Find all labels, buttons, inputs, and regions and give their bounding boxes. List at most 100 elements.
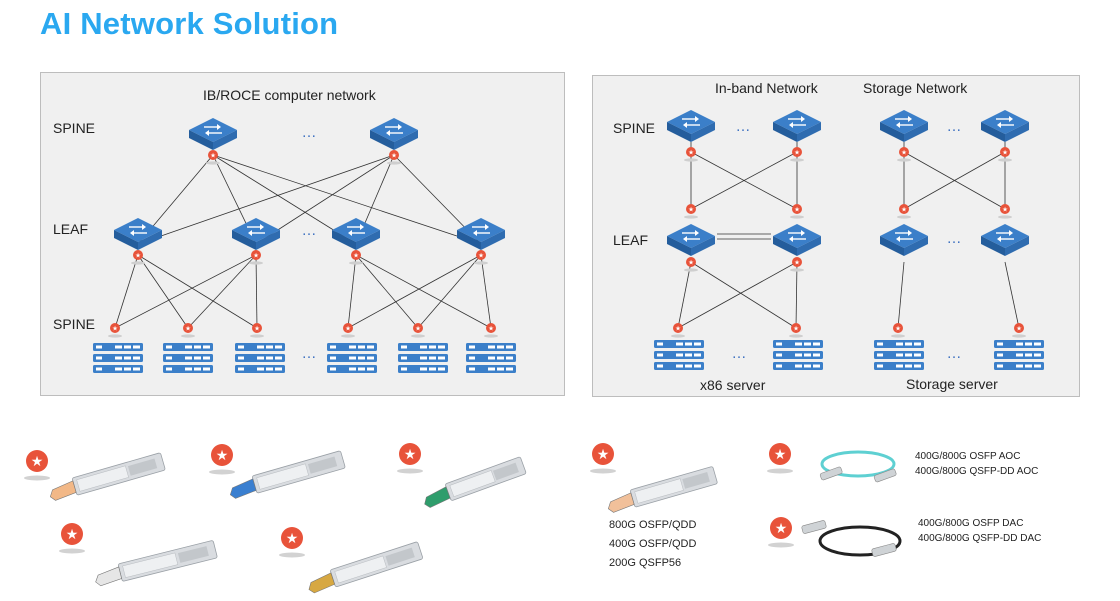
link-line bbox=[137, 254, 189, 329]
svg-text:★: ★ bbox=[794, 205, 800, 213]
svg-text:★: ★ bbox=[688, 205, 694, 213]
page-title: AI Network Solution bbox=[40, 6, 339, 41]
star-badge-icon: ★ bbox=[897, 204, 911, 219]
svg-text:★: ★ bbox=[31, 454, 44, 470]
server-icon bbox=[874, 340, 924, 370]
star-badge-icon: ★ bbox=[484, 323, 498, 338]
server-icon bbox=[93, 343, 143, 373]
star-badge-icon: ★ bbox=[349, 250, 363, 265]
star-badge-icon: ★ bbox=[59, 523, 85, 554]
server-icon bbox=[235, 343, 285, 373]
svg-text:★: ★ bbox=[135, 251, 141, 259]
star-badge-icon: ★ bbox=[998, 147, 1012, 162]
switch-icon bbox=[981, 224, 1029, 256]
star-badge-icon: ★ bbox=[671, 323, 685, 338]
ellipsis: … bbox=[302, 124, 317, 141]
link-line bbox=[347, 254, 482, 329]
tier-label-spine: SPINE bbox=[53, 120, 96, 136]
ellipsis: … bbox=[947, 118, 962, 135]
star-badge-icon: ★ bbox=[411, 323, 425, 338]
aoc-caption: 400G/800G OSFP AOC 400G/800G QSFP-DD AOC bbox=[915, 449, 1038, 479]
star-badge-icon: ★ bbox=[206, 150, 220, 165]
inband-storage-network-panel: ★★★★★★★★★★★★★★…………… In-band Network Stor… bbox=[592, 75, 1080, 397]
switch-icon bbox=[667, 224, 715, 256]
star-badge-icon: ★ bbox=[790, 257, 804, 272]
ellipsis: … bbox=[736, 118, 751, 135]
link-line bbox=[1004, 261, 1020, 329]
link-line bbox=[417, 254, 482, 329]
svg-text:★: ★ bbox=[793, 324, 799, 332]
dac-cable-icon bbox=[801, 520, 902, 557]
caption-line: 400G/800G QSFP-DD DAC bbox=[918, 533, 1042, 544]
caption-line: 200G QSFP56 bbox=[609, 557, 682, 569]
server-icon bbox=[163, 343, 213, 373]
svg-text:★: ★ bbox=[1002, 148, 1008, 156]
svg-text:★: ★ bbox=[794, 148, 800, 156]
svg-text:★: ★ bbox=[488, 324, 494, 332]
svg-text:★: ★ bbox=[1016, 324, 1022, 332]
ellipsis: … bbox=[947, 230, 962, 247]
switch-icon bbox=[880, 224, 928, 256]
star-badge-icon: ★ bbox=[891, 323, 905, 338]
link-line bbox=[690, 151, 798, 210]
link-line bbox=[255, 254, 258, 329]
inband-network-label: In-band Network bbox=[715, 80, 818, 96]
link-line bbox=[355, 254, 419, 329]
star-badge-icon: ★ bbox=[684, 147, 698, 162]
svg-text:★: ★ bbox=[253, 251, 259, 259]
star-badge-icon: ★ bbox=[789, 323, 803, 338]
star-badge-icon: ★ bbox=[341, 323, 355, 338]
star-badge-icon: ★ bbox=[590, 443, 616, 474]
tier-label-leaf: LEAF bbox=[53, 221, 89, 237]
ellipsis: … bbox=[302, 345, 317, 362]
server-icon bbox=[398, 343, 448, 373]
panel-title-ib-roce: IB/ROCE computer network bbox=[203, 87, 376, 103]
link-line bbox=[897, 261, 905, 329]
storage-network-label: Storage Network bbox=[863, 80, 968, 96]
qsfp-module-yellow bbox=[308, 541, 423, 594]
link-line bbox=[677, 261, 798, 329]
switch-icon bbox=[773, 110, 821, 142]
star-badge-icon: ★ bbox=[474, 250, 488, 265]
star-badge-icon: ★ bbox=[387, 150, 401, 165]
svg-text:★: ★ bbox=[688, 148, 694, 156]
switch-icon bbox=[773, 224, 821, 256]
svg-text:★: ★ bbox=[345, 324, 351, 332]
caption-line: 400G OSFP/QDD bbox=[609, 538, 697, 550]
star-badge-icon: ★ bbox=[684, 257, 698, 272]
switch-icon bbox=[880, 110, 928, 142]
storage-server-label: Storage server bbox=[906, 376, 998, 392]
switch-icon bbox=[332, 218, 380, 250]
star-badge-icon: ★ bbox=[131, 250, 145, 265]
switch-icon bbox=[232, 218, 280, 250]
server-icon bbox=[773, 340, 823, 370]
star-badge-icon: ★ bbox=[790, 204, 804, 219]
qsfp-module-peach bbox=[49, 452, 166, 501]
dac-caption: 400G/800G OSFP DAC 400G/800G QSFP-DD DAC bbox=[918, 516, 1041, 546]
svg-text:★: ★ bbox=[901, 148, 907, 156]
star-badge-icon: ★ bbox=[181, 323, 195, 338]
switch-icon bbox=[457, 218, 505, 250]
star-badge-icon: ★ bbox=[767, 443, 793, 474]
server-icon bbox=[654, 340, 704, 370]
link-line bbox=[677, 261, 692, 329]
link-line bbox=[187, 254, 257, 329]
svg-text:★: ★ bbox=[597, 447, 610, 463]
link-line bbox=[355, 254, 492, 329]
svg-text:★: ★ bbox=[353, 251, 359, 259]
switch-icon bbox=[981, 110, 1029, 142]
svg-text:★: ★ bbox=[404, 447, 417, 463]
caption-line: 400G/800G QSFP-DD AOC bbox=[915, 466, 1039, 477]
star-badge-icon: ★ bbox=[249, 250, 263, 265]
star-badge-icon: ★ bbox=[397, 443, 423, 474]
link-line bbox=[255, 154, 395, 245]
link-line bbox=[903, 151, 1006, 210]
link-line bbox=[137, 154, 395, 245]
svg-text:★: ★ bbox=[775, 521, 788, 537]
x86-server-label: x86 server bbox=[700, 377, 766, 393]
link-line bbox=[114, 254, 139, 329]
link-line bbox=[212, 154, 357, 245]
star-badge-icon: ★ bbox=[279, 527, 305, 558]
star-badge-icon: ★ bbox=[209, 444, 235, 475]
server-icon bbox=[994, 340, 1044, 370]
